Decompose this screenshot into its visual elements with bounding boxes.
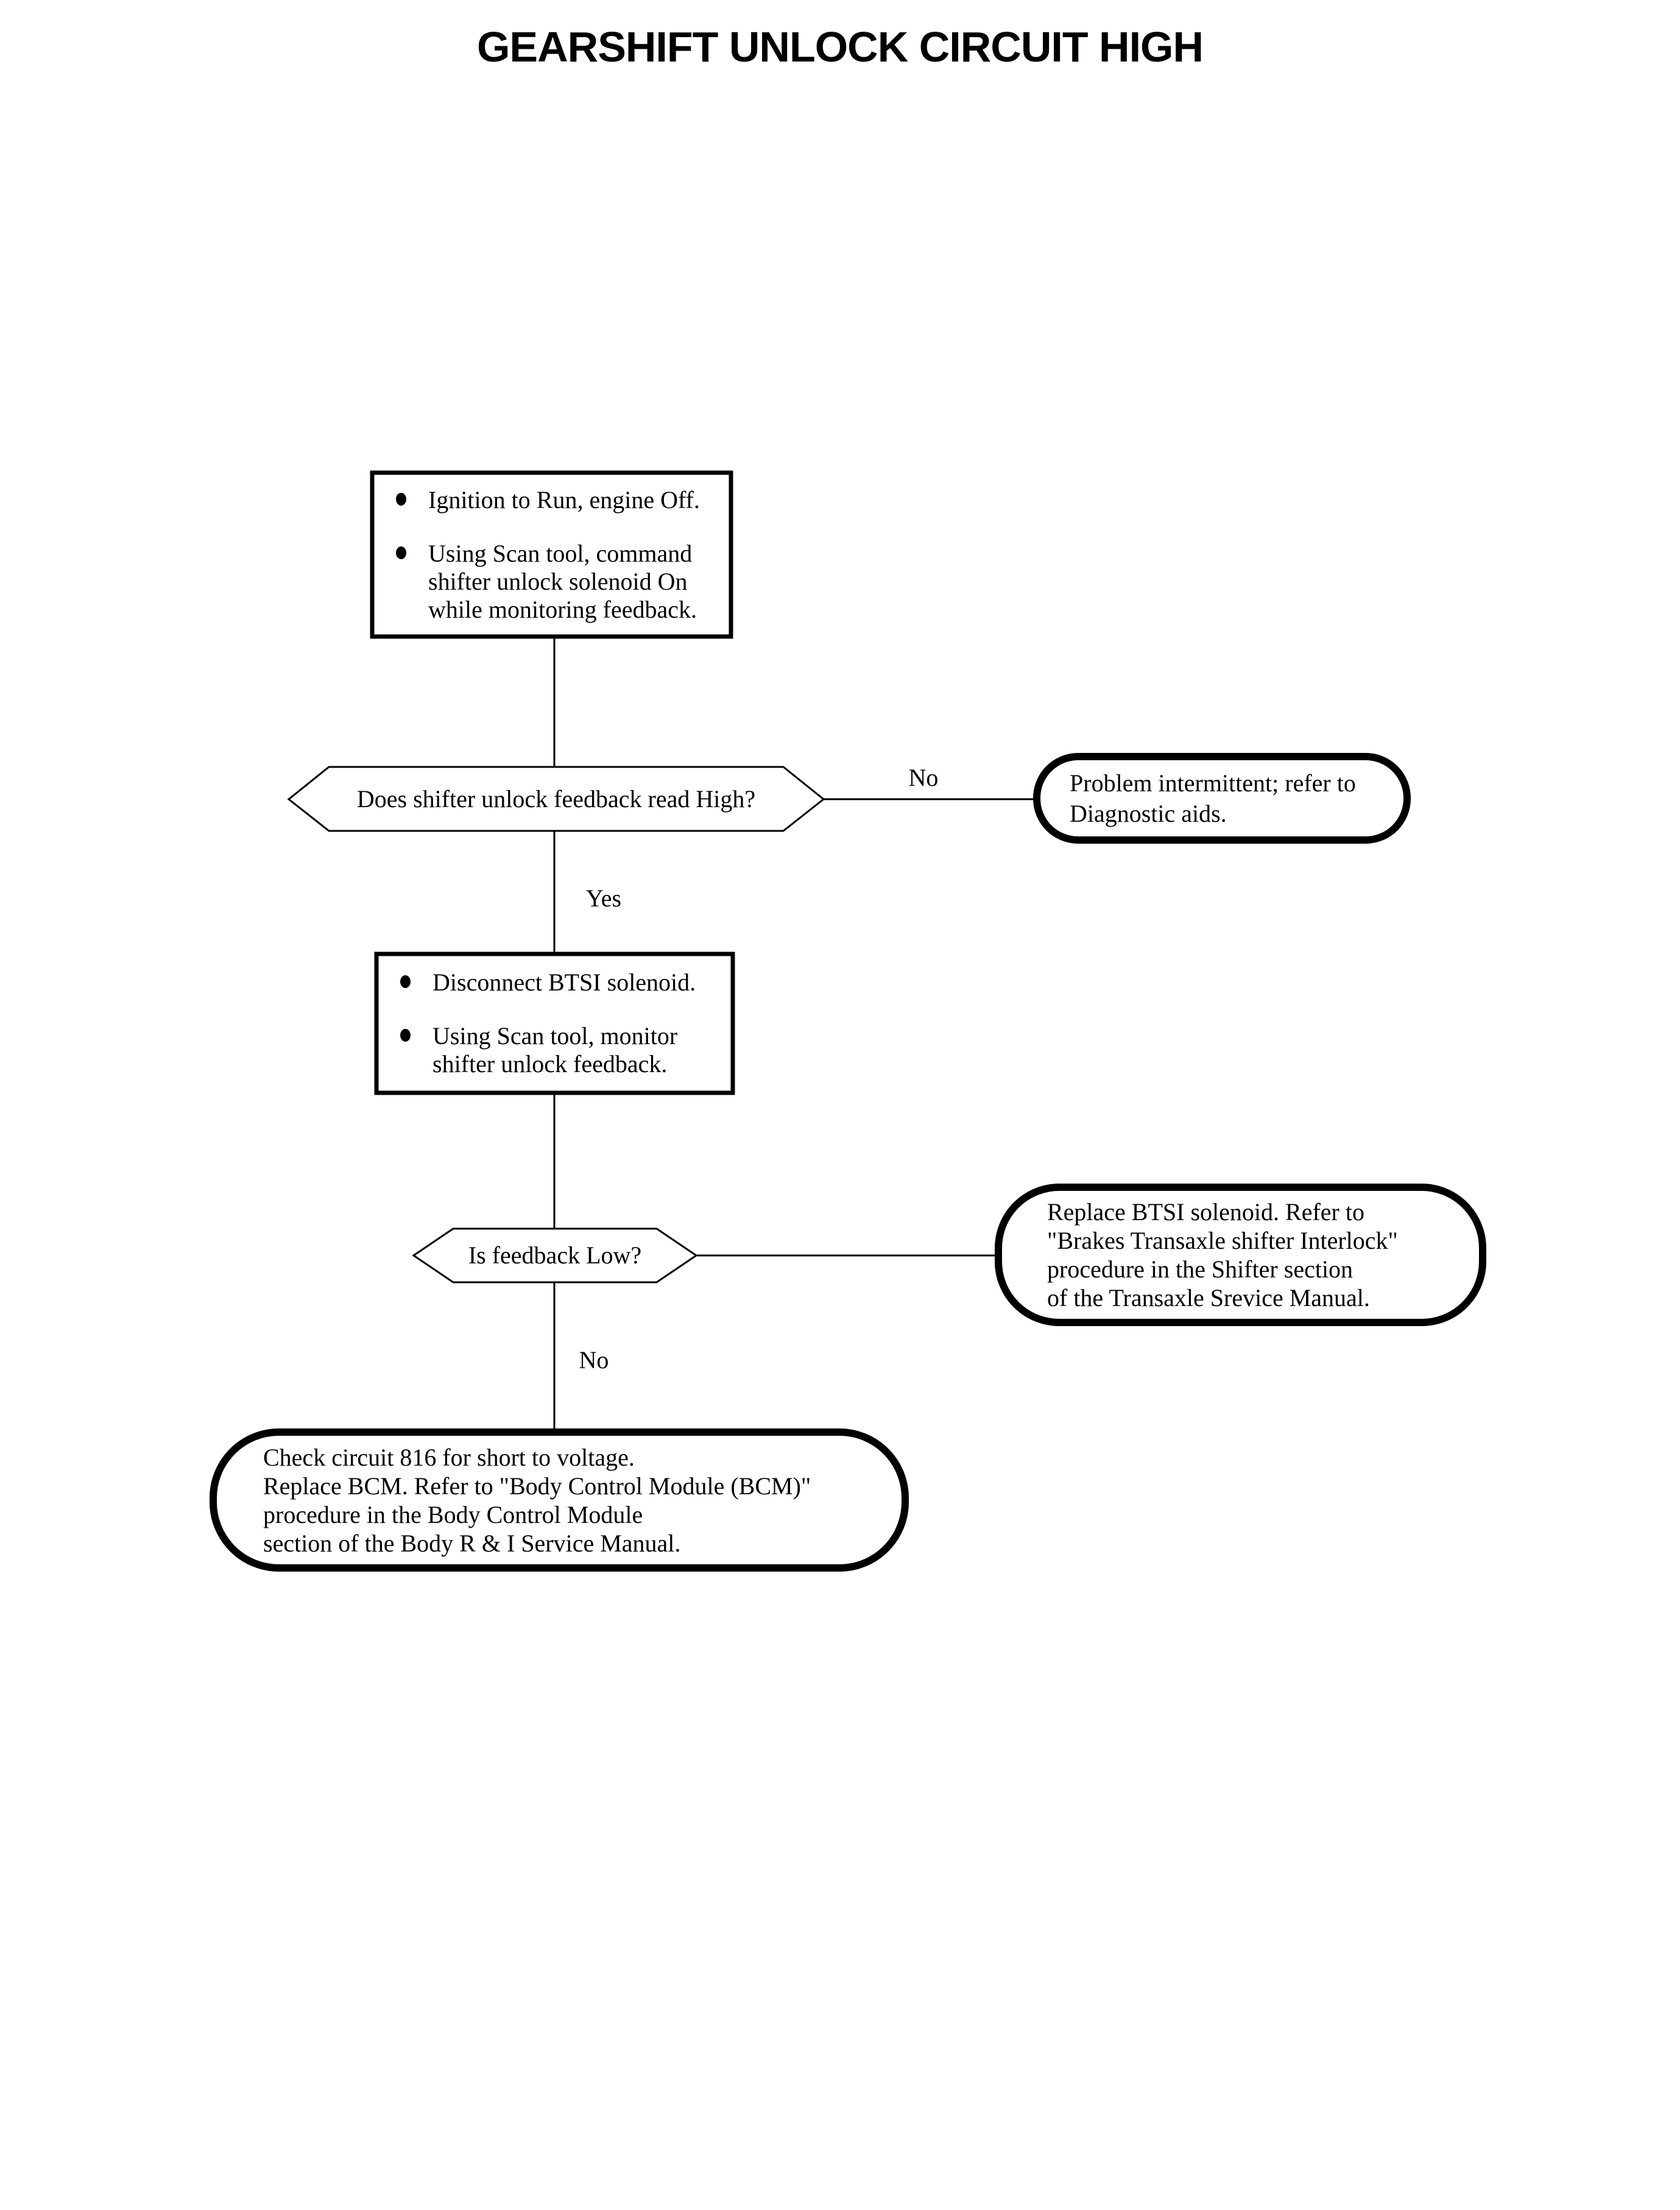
- decision-1-question: Does shifter unlock feedback read High?: [356, 785, 756, 813]
- text-line: shifter unlock feedback.: [432, 1050, 668, 1078]
- decision-2-shape: [412, 1227, 698, 1283]
- terminal-check-circuit: Check circuit 816 for short to voltage. …: [210, 1428, 909, 1572]
- action-box-2: Disconnect BTSI solenoid. Using Scan too…: [375, 952, 735, 1095]
- text-line: procedure in the Body Control Module: [263, 1500, 643, 1528]
- text-line: Disconnect BTSI solenoid.: [432, 969, 696, 996]
- text-line: "Brakes Transaxle shifter Interlock": [1047, 1227, 1398, 1254]
- text-line: procedure in the Shifter section: [1047, 1255, 1354, 1283]
- text-line: Using Scan tool, command: [428, 539, 693, 567]
- text-line: Check circuit 816 for short to voltage.: [263, 1443, 635, 1471]
- action-box-1-shape: [370, 470, 733, 639]
- bullet-item: Using Scan tool, command shifter unlock …: [396, 540, 733, 624]
- decision-1-shape: [287, 766, 825, 832]
- text-line: while monitoring feedback.: [428, 595, 697, 623]
- no-label-text: No: [908, 764, 939, 791]
- no-label-decision-1: No: [881, 763, 966, 793]
- text-line: Replace BCM. Refer to "Body Control Modu…: [263, 1472, 811, 1500]
- text-line: Replace BTSI solenoid. Refer to: [1047, 1198, 1364, 1226]
- terminal-replace-btsi: Replace BTSI solenoid. Refer to "Brakes …: [995, 1184, 1486, 1326]
- bullet-item: Disconnect BTSI solenoid.: [400, 969, 735, 997]
- decision-1: Does shifter unlock feedback read High?: [289, 767, 824, 831]
- action-box-1: Ignition to Run, engine Off. Using Scan …: [370, 471, 733, 638]
- bullet-icon: [400, 975, 411, 988]
- terminal-replace-btsi-shape: [995, 1184, 1486, 1326]
- no-label-decision-2: No: [551, 1345, 637, 1375]
- text-line: Ignition to Run, engine Off.: [428, 485, 700, 514]
- text-line: Problem intermittent; refer to: [1070, 769, 1356, 797]
- text-line: section of the Body R & I Service Manual…: [263, 1529, 681, 1557]
- bullet-icon: [396, 546, 406, 559]
- action-box-2-shape: [374, 951, 735, 1095]
- yes-label-text: Yes: [585, 884, 622, 912]
- bullet-icon: [400, 1029, 411, 1042]
- terminal-check-circuit-shape: [210, 1428, 909, 1572]
- text-line: shifter unlock solenoid On: [428, 567, 688, 595]
- decision-2: Is feedback Low?: [414, 1229, 696, 1282]
- decision-2-question: Is feedback Low?: [468, 1241, 642, 1269]
- bullet-icon: [396, 492, 406, 506]
- page-title: GEARSHIFT UNLOCK CIRCUIT HIGH: [476, 23, 1204, 71]
- no-label-text: No: [579, 1346, 609, 1374]
- text-line: of the Transaxle Srevice Manual.: [1047, 1284, 1370, 1312]
- bullet-item: Ignition to Run, engine Off.: [396, 486, 733, 514]
- bullet-item: Using Scan tool, monitor shifter unlock …: [400, 1022, 735, 1078]
- yes-label-decision-1: Yes: [564, 883, 643, 914]
- terminal-intermittent-shape: [1033, 753, 1411, 844]
- text-line: Using Scan tool, monitor: [432, 1022, 678, 1050]
- text-line: Diagnostic aids.: [1070, 799, 1227, 827]
- terminal-intermittent: Problem intermittent; refer to Diagnosti…: [1033, 753, 1411, 844]
